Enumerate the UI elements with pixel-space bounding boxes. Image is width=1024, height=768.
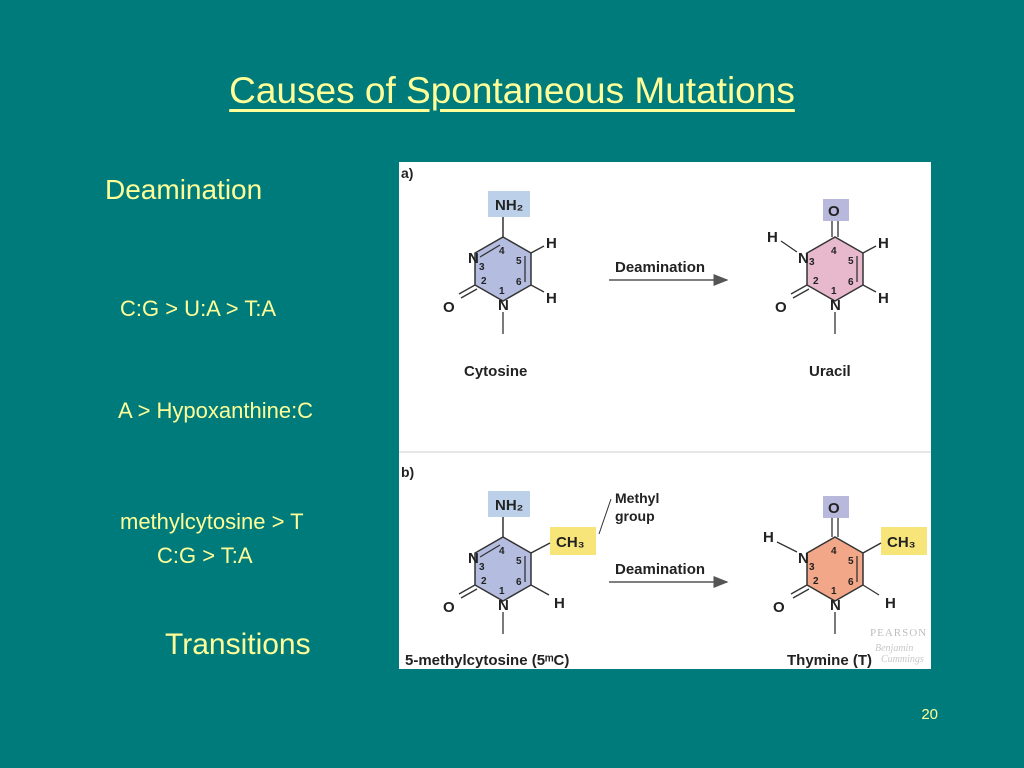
svg-text:1: 1 <box>499 586 505 597</box>
svg-text:N: N <box>798 250 809 267</box>
svg-text:O: O <box>828 203 840 220</box>
svg-text:Deamination: Deamination <box>615 259 705 276</box>
uracil-molecule: O N 3 N H 4 5 6 1 2 H H O Uracil <box>767 199 889 380</box>
publisher-logo: PEARSON Benjamin Cummings <box>870 627 927 665</box>
svg-text:H: H <box>878 235 889 252</box>
svg-text:O: O <box>443 299 455 316</box>
svg-text:CH₃: CH₃ <box>556 534 585 551</box>
svg-text:O: O <box>828 500 840 517</box>
svg-text:2: 2 <box>481 576 487 587</box>
svg-text:H: H <box>767 229 778 246</box>
methyl-group-label: Methyl <box>615 490 659 506</box>
svg-text:2: 2 <box>813 276 819 287</box>
bullet-deamination: Deamination <box>105 174 263 205</box>
svg-text:H: H <box>546 235 557 252</box>
svg-text:PEARSON: PEARSON <box>870 627 927 639</box>
svg-text:2: 2 <box>481 276 487 287</box>
svg-text:6: 6 <box>516 577 522 588</box>
svg-text:H: H <box>763 529 774 546</box>
svg-text:5: 5 <box>516 556 522 567</box>
svg-text:4: 4 <box>499 246 505 257</box>
svg-text:1: 1 <box>831 586 837 597</box>
svg-text:6: 6 <box>848 577 854 588</box>
deamination-arrow-b: Deamination <box>609 561 729 588</box>
svg-text:3: 3 <box>479 562 485 573</box>
svg-text:H: H <box>546 290 557 307</box>
slide-number: 20 <box>921 706 938 723</box>
svg-text:CH₃: CH₃ <box>887 534 916 551</box>
svg-text:6: 6 <box>516 277 522 288</box>
bullet-cg-ua-ta: C:G > U:A > T:A <box>120 296 277 321</box>
amino-group-box <box>488 191 530 217</box>
svg-text:NH₂: NH₂ <box>495 197 523 214</box>
deamination-diagram: a) NH₂ N 3 N 4 5 6 1 2 H H O Cytosine De… <box>399 165 931 669</box>
slide-title: Causes of Spontaneous Mutations <box>229 70 795 111</box>
svg-text:6: 6 <box>848 277 854 288</box>
thymine-label: Thymine (T) <box>787 652 872 669</box>
svg-text:4: 4 <box>831 246 837 257</box>
methylcytosine-molecule: NH₂ CH₃ Methyl group N 3 N 4 5 6 1 2 H O… <box>405 490 659 669</box>
svg-text:5: 5 <box>516 256 522 267</box>
svg-text:H: H <box>885 595 896 612</box>
svg-text:N: N <box>498 297 509 314</box>
svg-text:Cummings: Cummings <box>881 654 924 665</box>
svg-text:N: N <box>830 297 841 314</box>
svg-text:O: O <box>773 599 785 616</box>
svg-text:O: O <box>775 299 787 316</box>
svg-text:3: 3 <box>479 262 485 273</box>
panel-a-label: a) <box>401 165 413 181</box>
bullet-a-hypoxanthine: A > Hypoxanthine:C <box>118 398 314 423</box>
methylcytosine-label: 5-methylcytosine (5ᵐC) <box>405 652 569 669</box>
oxo-group-box-b <box>823 496 849 518</box>
svg-text:Benjamin: Benjamin <box>875 643 913 654</box>
svg-text:3: 3 <box>809 257 815 268</box>
svg-text:2: 2 <box>813 576 819 587</box>
svg-text:O: O <box>443 599 455 616</box>
panel-b-label: b) <box>401 464 414 480</box>
svg-text:1: 1 <box>499 286 505 297</box>
svg-text:group: group <box>615 508 655 524</box>
uracil-label: Uracil <box>809 363 851 380</box>
svg-text:1: 1 <box>831 286 837 297</box>
svg-text:5: 5 <box>848 256 854 267</box>
svg-text:N: N <box>498 597 509 614</box>
svg-text:NH₂: NH₂ <box>495 497 523 514</box>
methyl-group-box <box>550 527 596 555</box>
svg-text:N: N <box>798 550 809 567</box>
svg-text:N: N <box>468 550 479 567</box>
deamination-arrow-a: Deamination <box>609 259 729 286</box>
oxo-group-box <box>823 199 849 221</box>
bullet-cg-ta: C:G > T:A <box>157 543 253 568</box>
svg-text:H: H <box>878 290 889 307</box>
bullet-methylcytosine: methylcytosine > T <box>120 509 304 534</box>
bullet-transitions: Transitions <box>165 628 311 661</box>
svg-text:5: 5 <box>848 556 854 567</box>
svg-text:Deamination: Deamination <box>615 561 705 578</box>
svg-text:4: 4 <box>499 546 505 557</box>
deamination-figure: a) NH₂ N 3 N 4 5 6 1 2 H H O Cytosine De… <box>399 162 931 669</box>
thymine-molecule: O CH₃ N 3 N H 4 5 6 1 2 H O Thymine (T) <box>763 496 927 669</box>
cytosine-molecule: NH₂ N 3 N 4 5 6 1 2 H H O Cytosine <box>443 191 557 380</box>
svg-text:H: H <box>554 595 565 612</box>
svg-text:4: 4 <box>831 546 837 557</box>
svg-text:3: 3 <box>809 562 815 573</box>
cytosine-label: Cytosine <box>464 363 527 380</box>
amino-group-box-b <box>488 491 530 517</box>
svg-text:N: N <box>830 597 841 614</box>
methyl-group-box-b <box>881 527 927 555</box>
svg-text:N: N <box>468 250 479 267</box>
